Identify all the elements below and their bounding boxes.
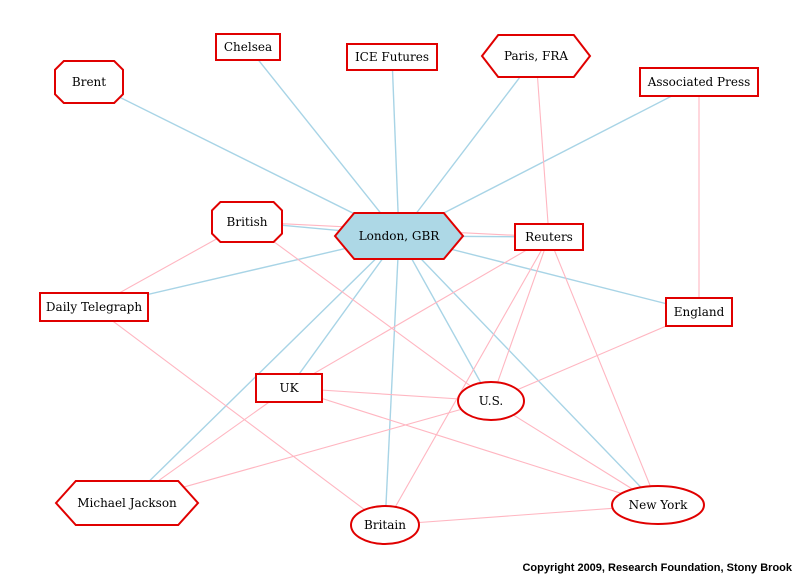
edge-london-brent: [88, 81, 400, 237]
node-label-ice: ICE Futures: [355, 50, 429, 64]
node-shape-us: [457, 381, 525, 421]
node-shape-paris: [480, 34, 592, 78]
edge-reuters-newyork: [548, 236, 659, 506]
node-label-reuters: Reuters: [525, 230, 573, 244]
edge-british-us: [246, 221, 492, 402]
node-brent[interactable]: Brent: [54, 60, 124, 104]
node-shape-brent: [54, 60, 124, 104]
edge-telegraph-britain: [93, 306, 386, 526]
edge-london-ice: [391, 56, 400, 237]
node-london[interactable]: London, GBR: [333, 212, 465, 260]
edge-reuters-britain: [384, 236, 550, 526]
edge-us-mj: [126, 400, 492, 504]
node-label-paris: Paris, FRA: [504, 49, 568, 63]
node-ice[interactable]: ICE Futures: [346, 43, 438, 71]
node-uk[interactable]: UK: [255, 373, 323, 403]
node-label-uk: UK: [279, 381, 299, 395]
node-shape-telegraph: [39, 292, 149, 322]
node-paris[interactable]: Paris, FRA: [480, 34, 592, 78]
edge-london-ap: [398, 81, 700, 237]
node-label-england: England: [674, 305, 725, 319]
node-label-newyork: New York: [629, 498, 689, 512]
node-shape-britain: [350, 505, 420, 545]
node-label-mj: Michael Jackson: [77, 496, 177, 510]
edges-layer: [88, 46, 700, 526]
node-shape-london: [333, 212, 465, 260]
node-britain[interactable]: Britain: [350, 505, 420, 545]
node-shape-reuters: [514, 223, 584, 251]
edge-london-newyork: [398, 235, 659, 506]
node-shape-chelsea: [215, 33, 281, 61]
edge-london-paris: [398, 55, 537, 237]
node-label-ap: Associated Press: [647, 75, 751, 89]
node-us[interactable]: U.S.: [457, 381, 525, 421]
edge-reuters-uk: [288, 236, 550, 389]
node-mj[interactable]: Michael Jackson: [54, 480, 200, 526]
node-british[interactable]: British: [211, 201, 283, 243]
node-ap[interactable]: Associated Press: [639, 67, 759, 97]
node-label-london: London, GBR: [359, 229, 441, 243]
node-shape-british: [211, 201, 283, 243]
node-label-us: U.S.: [479, 394, 503, 408]
node-england[interactable]: England: [665, 297, 733, 327]
node-chelsea[interactable]: Chelsea: [215, 33, 281, 61]
edge-england-us: [490, 311, 700, 402]
edge-paris-reuters: [535, 55, 550, 238]
edge-london-mj: [126, 235, 400, 504]
edge-london-us: [398, 235, 492, 402]
edge-uk-newyork: [288, 387, 659, 506]
node-shape-newyork: [611, 485, 705, 525]
copyright-text: Copyright 2009, Research Foundation, Sto…: [522, 562, 792, 574]
edge-london-uk: [288, 235, 400, 389]
edge-reuters-us: [490, 236, 550, 402]
node-label-brent: Brent: [72, 75, 106, 89]
node-telegraph[interactable]: Daily Telegraph: [39, 292, 149, 322]
node-shape-mj: [54, 480, 200, 526]
node-reuters[interactable]: Reuters: [514, 223, 584, 251]
node-shape-ice: [346, 43, 438, 71]
edge-us-newyork: [490, 400, 659, 506]
node-label-telegraph: Daily Telegraph: [46, 300, 142, 314]
node-shape-england: [665, 297, 733, 327]
edge-london-britain: [384, 235, 400, 526]
node-shape-uk: [255, 373, 323, 403]
node-shape-ap: [639, 67, 759, 97]
node-label-chelsea: Chelsea: [224, 40, 272, 54]
node-label-british: British: [227, 215, 268, 229]
edge-london-chelsea: [247, 46, 400, 237]
node-label-britain: Britain: [364, 518, 406, 532]
node-newyork[interactable]: New York: [611, 485, 705, 525]
